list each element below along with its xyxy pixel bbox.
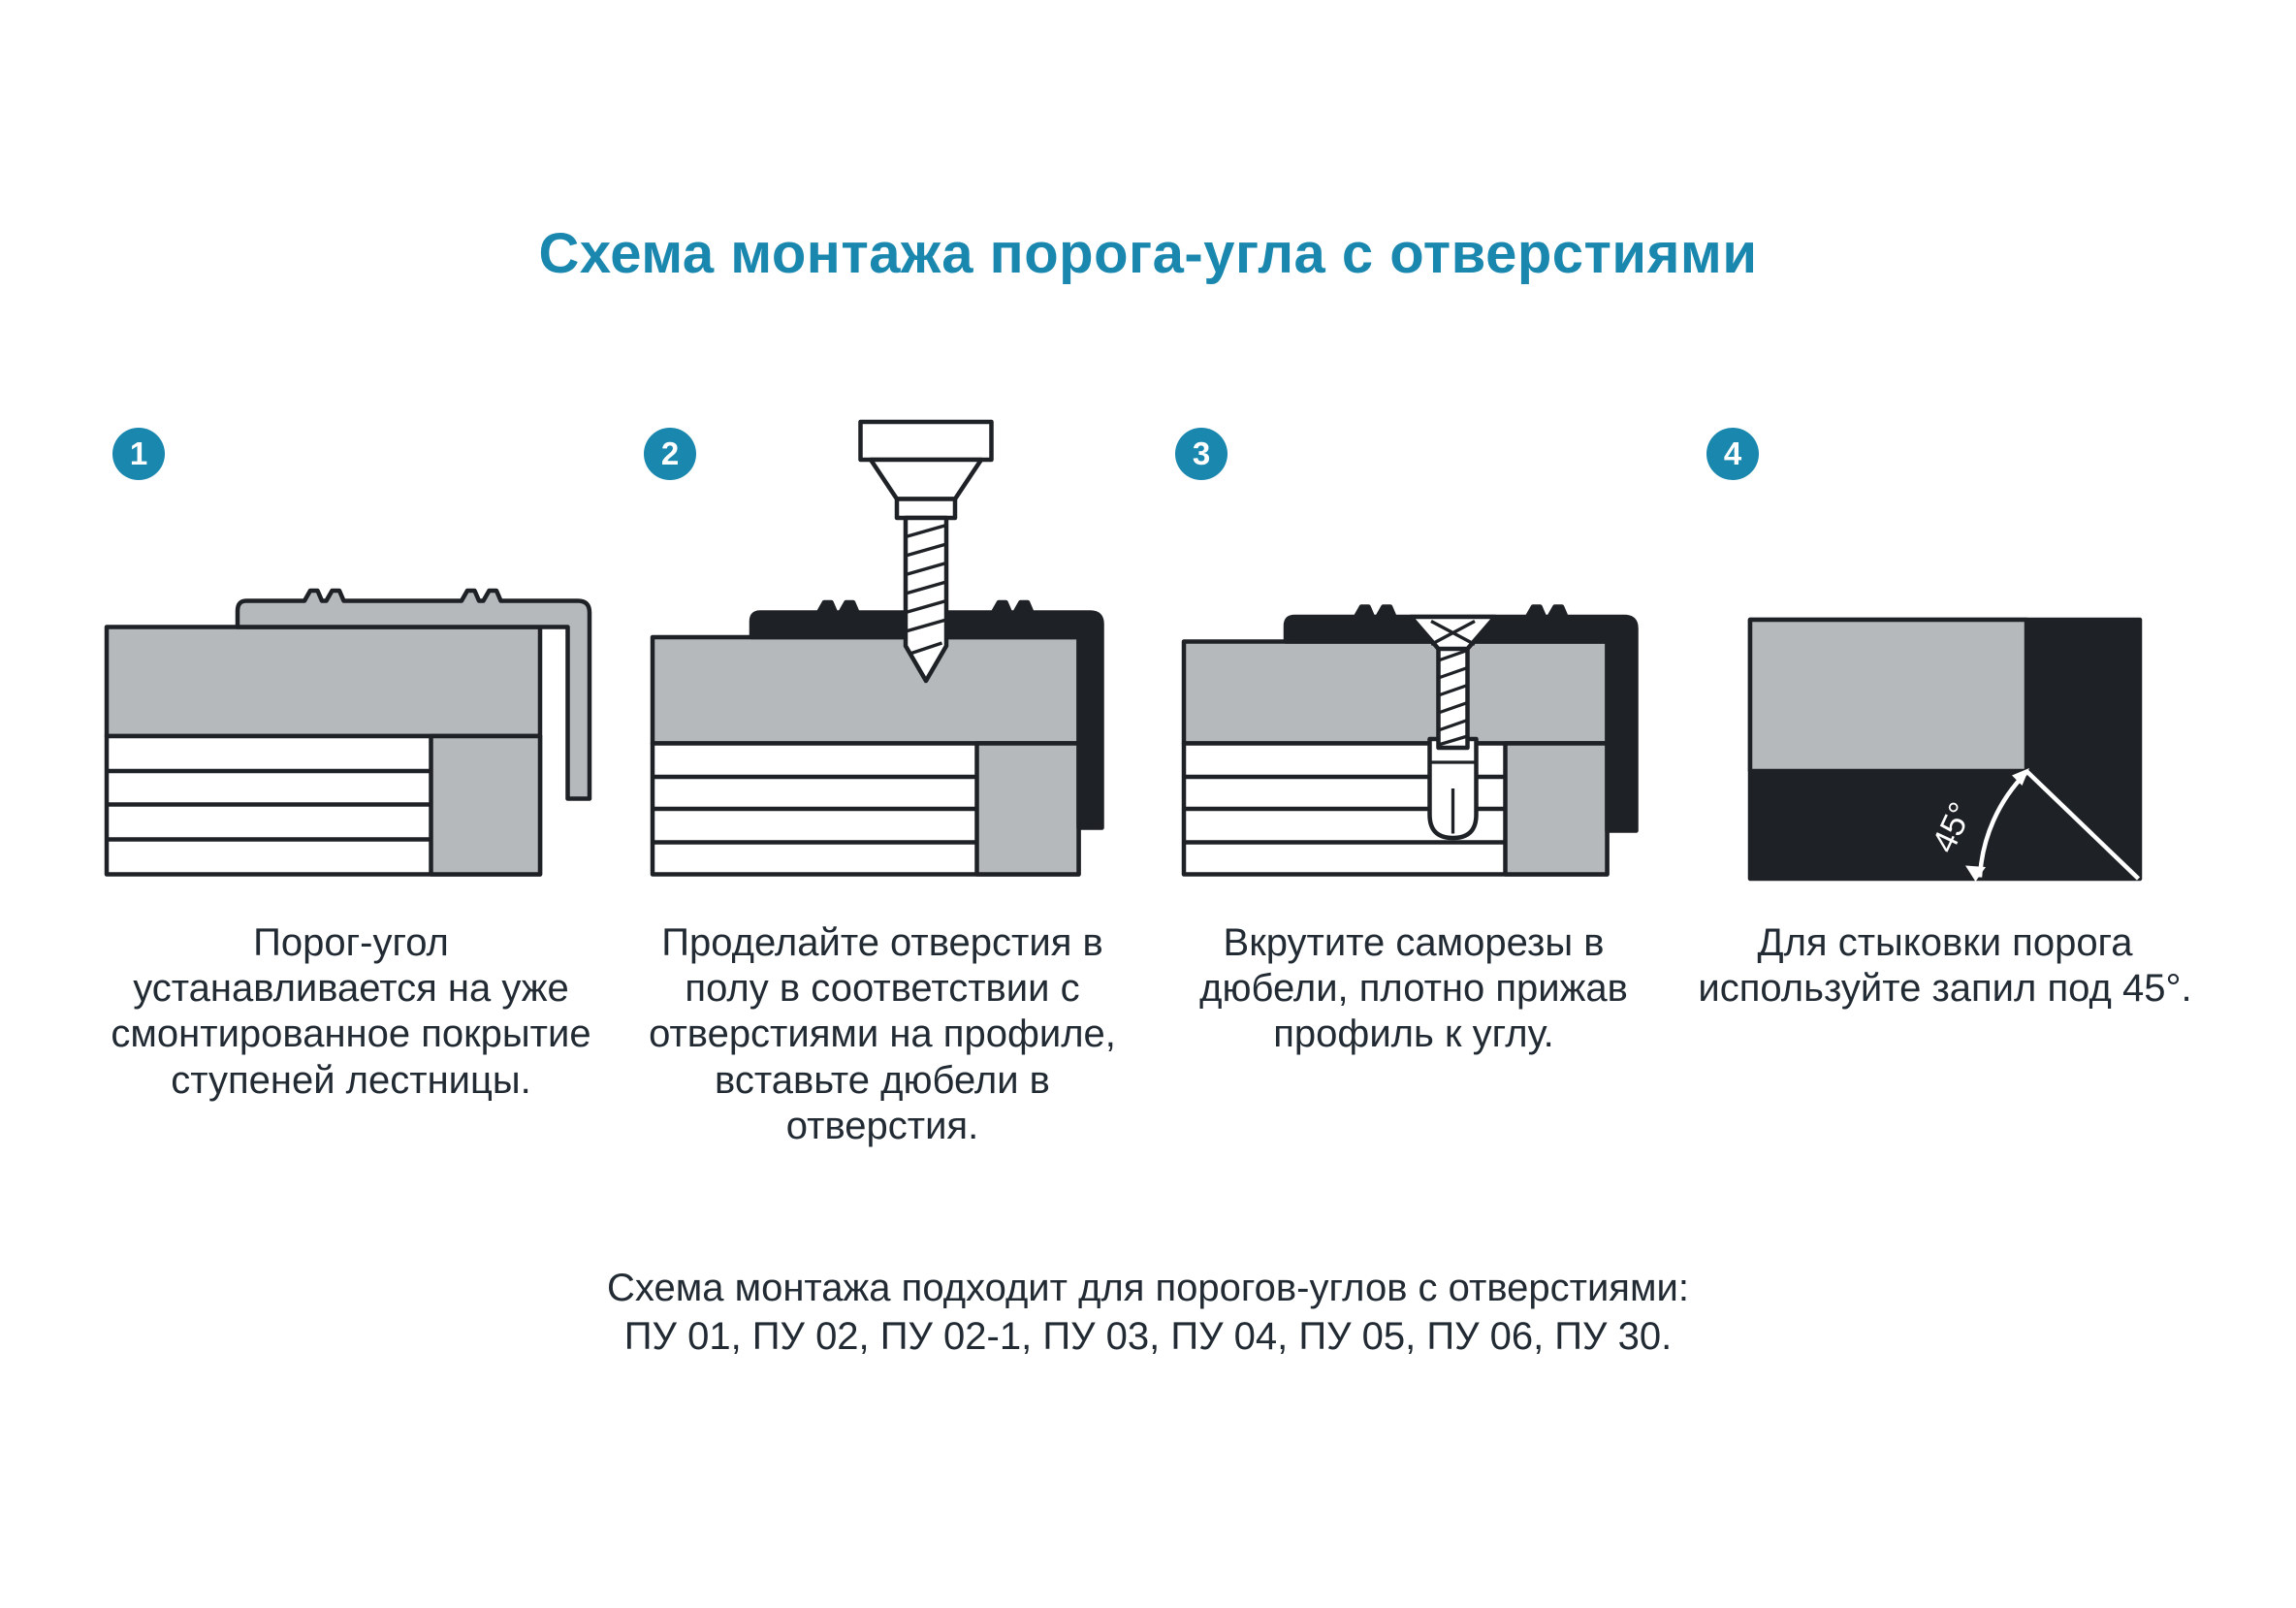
floor-structure [1181, 639, 1610, 877]
floor-structure [650, 634, 1081, 877]
step-2-number: 2 [660, 435, 680, 471]
step-3: 3 [1165, 416, 1662, 1149]
step-2-caption: Проделайте отверстия в полу в соответств… [649, 921, 1116, 1147]
step-2-badge: 2 [644, 428, 696, 480]
step-4: 4 45° Для стыковки порога используйте за… [1697, 416, 2193, 1149]
step-2-figure [650, 416, 1115, 882]
step-4-caption: Для стыковки порога используйте запил по… [1698, 921, 2192, 1011]
step-1: 1 Порог-угол устанав [103, 416, 599, 1149]
dowel-icon [1427, 736, 1479, 841]
screw-icon [1408, 614, 1498, 751]
stair-nosing-illustration [104, 588, 592, 877]
step-4-figure: 45° [1747, 416, 2143, 882]
footer-line-1: Схема монтажа подходит для порогов-углов… [607, 1266, 1689, 1309]
step-3-number: 3 [1192, 435, 1211, 471]
step-3-caption: Вкрутите саморезы в дюбели, плотно прижа… [1199, 921, 1628, 1056]
step-4-badge: 4 [1706, 428, 1759, 480]
step-3-figure [1181, 416, 1646, 882]
step-3-badge: 3 [1175, 428, 1228, 480]
stair-structure [104, 625, 543, 877]
drilling-illustration [650, 419, 1104, 877]
miter-45-illustration: 45° [1747, 617, 2143, 882]
corner-profile-dark [749, 599, 1104, 830]
step-1-figure [104, 416, 598, 882]
installation-scheme-page: Схема монтажа порога-угла с отверстиями … [0, 221, 2296, 1608]
steps-row: 1 Порог-угол устанав [0, 416, 2296, 1149]
screw-dowel-illustration [1181, 604, 1639, 877]
drill-bit-icon [858, 419, 994, 684]
footer-note: Схема монтажа подходит для порогов-углов… [0, 1264, 2296, 1361]
step-4-number: 4 [1723, 435, 1742, 471]
footer-line-2: ПУ 01, ПУ 02, ПУ 02-1, ПУ 03, ПУ 04, ПУ … [623, 1314, 1673, 1358]
corner-profile [235, 588, 592, 801]
step-2: 2 [634, 416, 1131, 1149]
page-title: Схема монтажа порога-угла с отверстиями [538, 222, 1758, 285]
step-1-caption: Порог-угол устанавливается на уже смонти… [111, 921, 591, 1102]
step-1-number: 1 [129, 435, 148, 471]
corner-profile-dark [1283, 604, 1639, 833]
miter-joint: 45° [1747, 617, 2143, 882]
step-1-badge: 1 [112, 428, 165, 480]
